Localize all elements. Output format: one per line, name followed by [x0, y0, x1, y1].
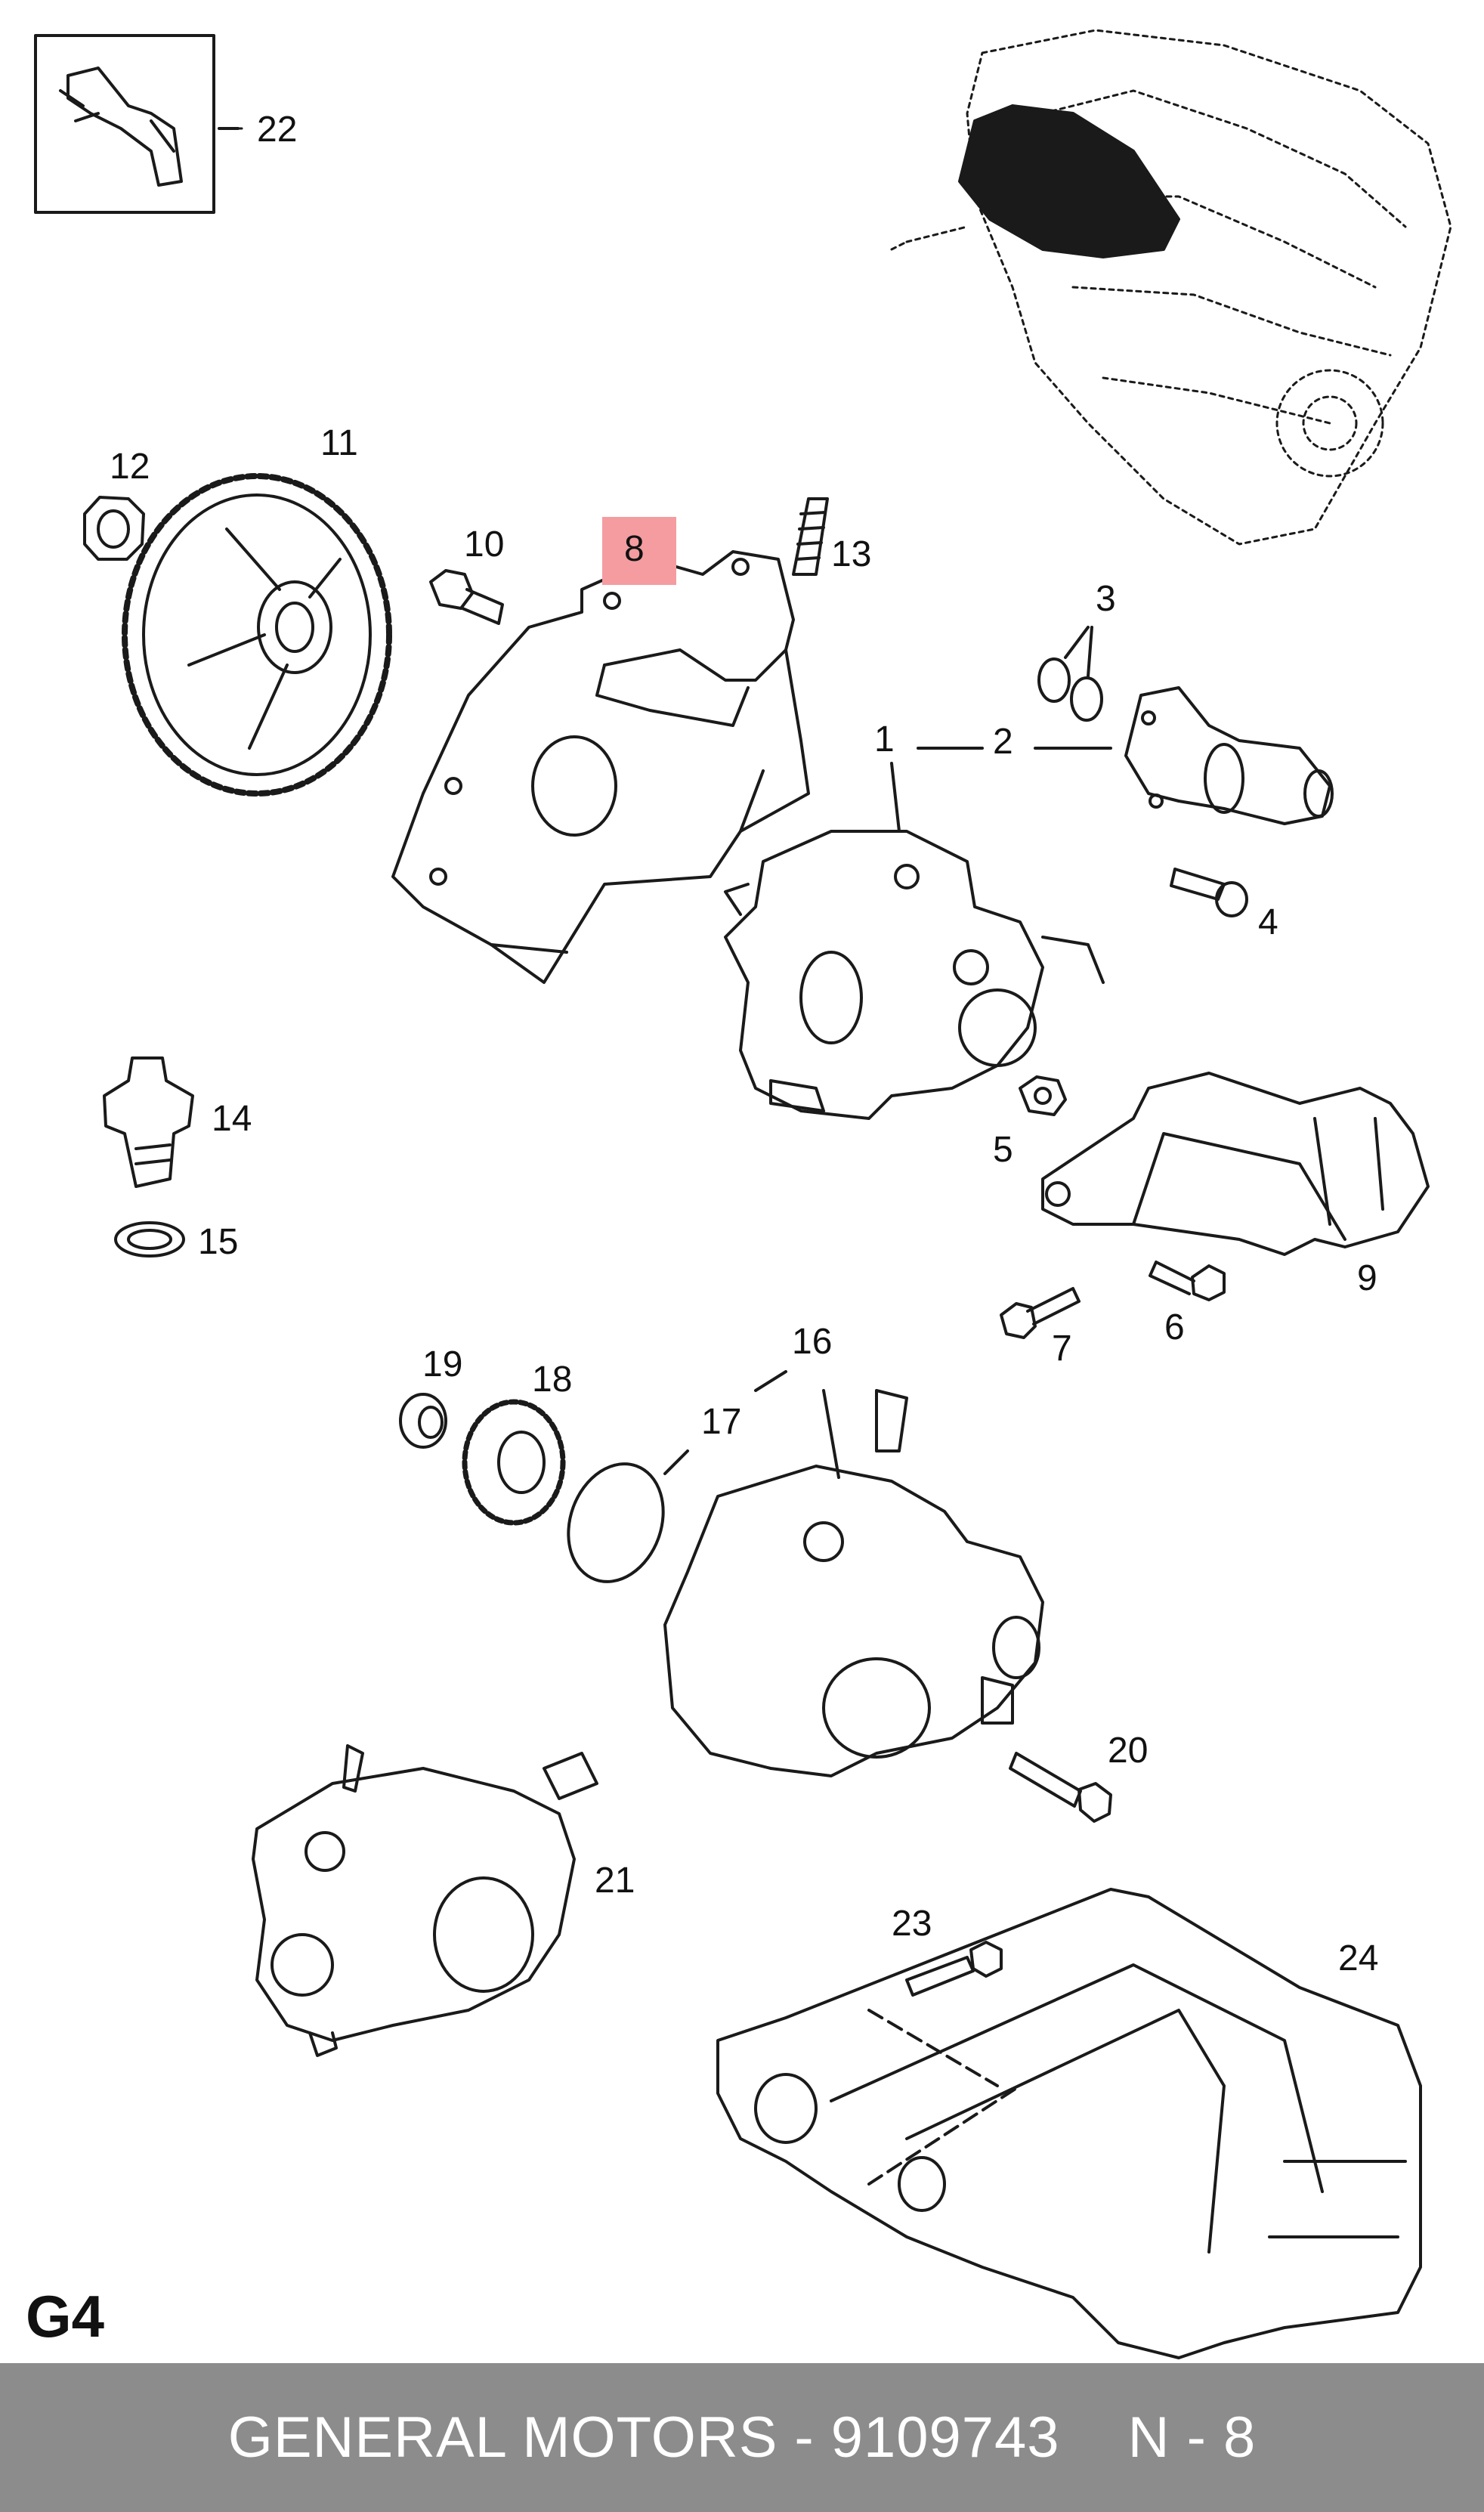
part-9-bracket: [1041, 1072, 1430, 1256]
part-6-bolt: [1149, 1261, 1226, 1301]
part-19-ring: [399, 1393, 447, 1449]
callout-17: 17: [701, 1402, 742, 1442]
part-13-stud: [792, 497, 829, 576]
part-10-bolt: [429, 569, 504, 625]
callout-1: 1: [874, 719, 895, 759]
engine-highlighted-region: [958, 104, 1180, 258]
callout-5: 5: [993, 1130, 1013, 1170]
callout-20: 20: [1108, 1731, 1149, 1771]
part-21-pump: [252, 1744, 598, 2057]
part-7-bolt: [1000, 1287, 1081, 1339]
callout-9: 9: [1357, 1258, 1377, 1298]
footer-part-number: 9109743: [830, 2405, 1060, 2470]
part-12-nut: [83, 496, 145, 561]
highlight-part-8: [602, 517, 676, 585]
callout-3: 3: [1096, 579, 1116, 619]
part-1-pump: [724, 747, 1105, 1120]
callout-14: 14: [212, 1099, 252, 1139]
callout-16: 16: [792, 1322, 833, 1362]
callout-6: 6: [1164, 1307, 1185, 1347]
callout-8: 8: [624, 529, 645, 569]
part-14-sensor: [103, 1056, 194, 1188]
footer-separator: -: [794, 2405, 815, 2470]
callout-4: 4: [1258, 902, 1278, 942]
part-11-gear: [122, 473, 392, 797]
callout-13: 13: [831, 534, 872, 574]
callout-18: 18: [532, 1360, 573, 1400]
part-5-nut: [1019, 1075, 1067, 1116]
part-23-bolt: [905, 1941, 1003, 1997]
callout-11: 11: [320, 423, 358, 463]
engine-overview-illustration: [890, 29, 1452, 546]
callout-22: 22: [257, 110, 298, 150]
part-2-valve: [1034, 686, 1334, 825]
part-3-seals: [1037, 626, 1103, 722]
footer-brand: GENERAL MOTORS: [227, 2405, 778, 2470]
callout-19: 19: [422, 1344, 463, 1384]
callout-23: 23: [892, 1904, 932, 1944]
section-code: G4: [26, 2283, 105, 2350]
footer-ref-label: N - 8: [1127, 2405, 1257, 2470]
callout-2: 2: [993, 722, 1013, 762]
footer-bar: GENERAL MOTORS - 9109743 N - 8: [0, 2363, 1484, 2512]
part-20-bolt: [1009, 1752, 1112, 1823]
callout-10: 10: [464, 524, 505, 565]
callout-15: 15: [198, 1222, 239, 1262]
part-15-washer: [114, 1221, 185, 1258]
callout-21: 21: [595, 1861, 635, 1901]
part-17-o-ring: [567, 1449, 689, 1583]
callout-24: 24: [1338, 1938, 1379, 1978]
part-22-inset: [34, 34, 240, 214]
part-8-bracket: [391, 550, 810, 984]
part-16-pump: [663, 1370, 1044, 1777]
part-18-gear: [462, 1399, 566, 1526]
callout-7: 7: [1052, 1329, 1072, 1369]
part-4-screw: [1170, 868, 1248, 917]
part-24-bracket: [716, 1888, 1422, 2359]
callout-12: 12: [110, 447, 150, 487]
